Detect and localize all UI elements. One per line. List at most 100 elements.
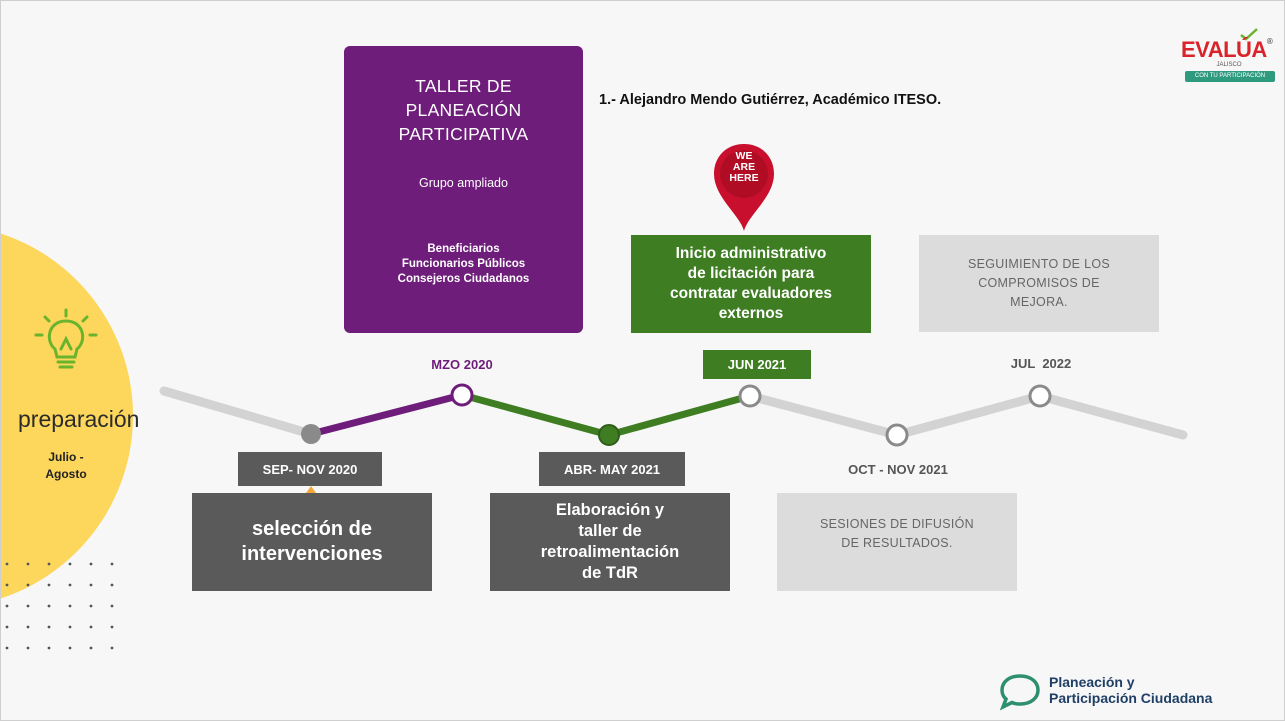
- difusion-box: SESIONES DE DIFUSIÓN DE RESULTADOS.: [777, 493, 1017, 591]
- planeacion-logo-text: Planeación y Participación Ciudadana: [1049, 674, 1212, 706]
- lightbulb-icon: [34, 308, 98, 369]
- side-period: Julio - Agosto: [41, 449, 91, 483]
- evalua-logo: EVALÚA® JALISCO CON TU PARTICIPACIÓN: [1181, 27, 1277, 89]
- licitacion-line1: Inicio administrativo: [675, 245, 827, 262]
- participant-item: Beneficiarios: [427, 243, 500, 255]
- licitacion-line3: contratar evaluadores: [670, 285, 832, 302]
- decor-dot: [47, 625, 51, 629]
- licitacion-line2: de licitación para: [687, 265, 815, 282]
- decor-dot: [89, 562, 93, 566]
- side-title: preparación: [18, 406, 140, 432]
- timeline-node-oct-nov-2021: [885, 423, 909, 447]
- decor-dot: [110, 646, 114, 650]
- decor-dot: [26, 646, 30, 650]
- seguimiento-line3: MEJORA.: [1010, 295, 1068, 309]
- registered-mark: ®: [1266, 37, 1273, 46]
- side-period-line2: Agosto: [45, 467, 87, 481]
- pin-text-line1: WE: [735, 150, 753, 162]
- decor-dot: [5, 646, 9, 650]
- decor-dot: [89, 646, 93, 650]
- elaboracion-box: Elaboración y taller de retroalimentació…: [490, 493, 730, 591]
- timeline-node-mzo-2020: [450, 383, 474, 407]
- planeacion-line1: Planeación y: [1049, 674, 1135, 690]
- elaboracion-line2: taller de: [578, 522, 642, 540]
- seleccion-line1: selección de: [251, 518, 373, 540]
- pin-text-line2: ARE: [732, 161, 756, 173]
- timeline-node-jul-2022: [1028, 384, 1052, 408]
- speaker-heading: 1.- Alejandro Mendo Gutiérrez, Académico…: [599, 92, 942, 108]
- evalua-logo-tagline: CON TU PARTICIPACIÓN: [1185, 71, 1275, 82]
- decor-dot: [89, 625, 93, 629]
- decor-dot: [47, 604, 51, 608]
- date-label-mzo-2020: MZO 2020: [431, 357, 493, 372]
- timeline-gray-right-2: [892, 391, 1045, 440]
- yellow-half-circle: [1, 233, 133, 599]
- decor-dot: [26, 604, 30, 608]
- date-label-jul-2022: JUL 2022: [1010, 356, 1072, 371]
- elaboracion-text: Elaboración y taller de retroalimentació…: [541, 500, 679, 584]
- seleccion-box: selección de intervenciones: [192, 493, 432, 591]
- decor-dot: [68, 646, 72, 650]
- decor-dot: [47, 646, 51, 650]
- seleccion-text: selección de intervenciones: [241, 517, 382, 567]
- elaboracion-line3: retroalimentación: [540, 543, 680, 561]
- taller-title: TALLER DE PLANEACIÓN PARTICIPATIVA: [399, 74, 529, 146]
- difusion-line2: DE RESULTADOS.: [841, 536, 953, 550]
- taller-title-line1: TALLER DE: [415, 76, 512, 96]
- seguimiento-line1: SEGUIMIENTO DE LOS: [967, 257, 1110, 271]
- checkmark-icon: [1240, 28, 1258, 41]
- taller-participants: Beneficiarios Funcionarios Públicos Cons…: [398, 242, 530, 287]
- decor-dot: [68, 562, 72, 566]
- speech-bubble-icon: [999, 674, 1040, 711]
- timeline-green-segment-2: [608, 392, 751, 439]
- decor-dot: [5, 562, 9, 566]
- pin-text: WE ARE HERE: [715, 151, 773, 184]
- seguimiento-text: SEGUIMIENTO DE LOS COMPROMISOS DE MEJORA…: [968, 255, 1110, 312]
- timeline-gray-end: [1035, 391, 1188, 440]
- seleccion-line2: intervenciones: [241, 543, 383, 565]
- decor-dot: [110, 583, 114, 587]
- decor-dot: [5, 625, 9, 629]
- decor-dot: [68, 583, 72, 587]
- decor-dot: [110, 562, 114, 566]
- participant-item: Consejeros Ciudadanos: [397, 273, 530, 285]
- timeline-green-segment-1: [461, 391, 610, 439]
- decor-dot: [47, 583, 51, 587]
- timeline-gray-right: [745, 391, 902, 440]
- decor-dot: [47, 562, 51, 566]
- decor-dot: [68, 604, 72, 608]
- date-label-sep-nov-2020: SEP- NOV 2020: [238, 452, 382, 486]
- licitacion-text: Inicio administrativo de licitación para…: [670, 244, 832, 324]
- decor-dot: [110, 625, 114, 629]
- decor-dot: [5, 583, 9, 587]
- seguimiento-box: SEGUIMIENTO DE LOS COMPROMISOS DE MEJORA…: [919, 235, 1159, 332]
- decor-dot: [26, 625, 30, 629]
- side-period-line1: Julio -: [48, 450, 84, 464]
- evalua-logo-sub: JALISCO: [1216, 62, 1242, 68]
- date-label-jun-2021: JUN 2021: [703, 350, 811, 379]
- decor-dot: [89, 604, 93, 608]
- elaboracion-line1: Elaboración y: [555, 501, 665, 519]
- taller-title-line2: PLANEACIÓN: [405, 100, 522, 120]
- difusion-text: SESIONES DE DIFUSIÓN DE RESULTADOS.: [820, 515, 974, 553]
- elaboracion-line4: de TdR: [582, 564, 638, 582]
- dot-grid-decoration: [5, 562, 114, 650]
- participant-item: Funcionarios Públicos: [401, 258, 526, 270]
- timeline-node-jun-2021: [738, 384, 762, 408]
- date-label-abr-may-2021: ABR- MAY 2021: [539, 452, 685, 486]
- evalua-logo-text: EVALÚA: [1181, 37, 1267, 62]
- date-label-oct-nov-2021: OCT - NOV 2021: [848, 462, 948, 477]
- timeline-node-abr-may-2021: [598, 424, 620, 446]
- difusion-line1: SESIONES DE DIFUSIÓN: [820, 517, 974, 531]
- orange-marker-icon: [306, 486, 316, 493]
- decor-dot: [68, 625, 72, 629]
- taller-box: TALLER DE PLANEACIÓN PARTICIPATIVA Grupo…: [344, 46, 583, 333]
- decor-dot: [89, 583, 93, 587]
- decor-dot: [26, 583, 30, 587]
- seguimiento-line2: COMPROMISOS DE: [978, 276, 1100, 290]
- decor-dot: [5, 604, 9, 608]
- decor-dot: [26, 562, 30, 566]
- decor-dot: [110, 604, 114, 608]
